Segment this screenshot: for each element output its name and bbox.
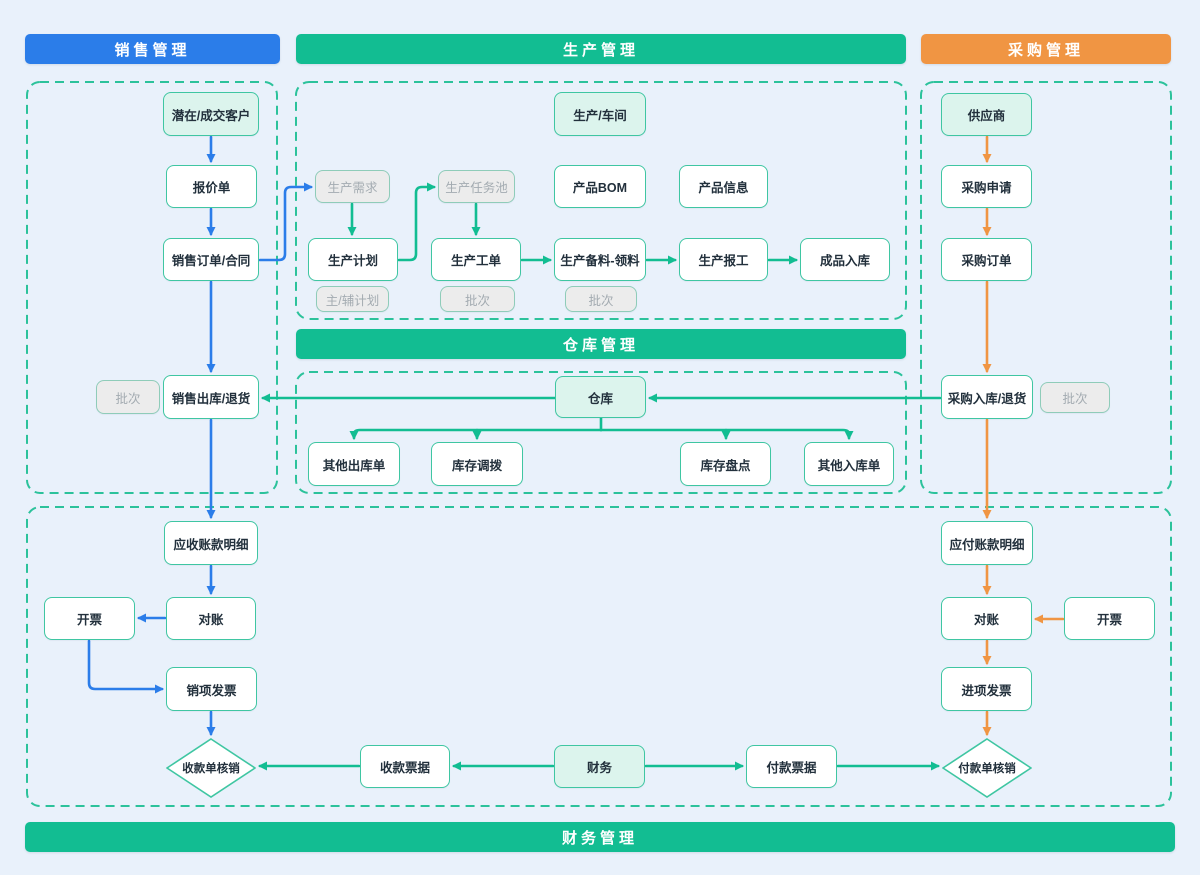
node-other-outbound: 其他出库单 bbox=[308, 442, 400, 486]
node-receipt-bill: 收款票据 bbox=[360, 745, 450, 788]
edge-warehouse-to-other-outbound bbox=[349, 428, 603, 440]
node-invoice-left: 开票 bbox=[44, 597, 135, 640]
node-supplier: 供应商 bbox=[941, 93, 1032, 136]
purchase-section-container bbox=[920, 81, 1172, 494]
diamond-shape bbox=[166, 738, 256, 798]
node-batch-left: 批次 bbox=[96, 380, 160, 414]
node-prod-plan: 生产计划 bbox=[308, 238, 398, 281]
node-prod-demand: 生产需求 bbox=[315, 170, 390, 203]
node-sales-order: 销售订单/合同 bbox=[163, 238, 259, 281]
section-bar-warehouse: 仓库管理 bbox=[296, 329, 906, 359]
edge-prod-plan-to-taskpool bbox=[397, 182, 436, 262]
node-payment-bill: 付款票据 bbox=[746, 745, 837, 788]
node-prod-report: 生产报工 bbox=[679, 238, 768, 281]
node-main-aux-plan: 主/辅计划 bbox=[316, 286, 389, 312]
node-purchase-request: 采购申请 bbox=[941, 165, 1032, 208]
node-ar-detail: 应收账款明细 bbox=[164, 521, 258, 565]
finance-section-container bbox=[26, 506, 1172, 807]
section-bar-finance: 财务管理 bbox=[25, 822, 1175, 852]
node-product-info: 产品信息 bbox=[679, 165, 768, 208]
edge-warehouse-to-other-inbound bbox=[599, 428, 854, 440]
node-label: 收款单核销 bbox=[182, 763, 240, 775]
node-purchase-order: 采购订单 bbox=[941, 238, 1032, 281]
node-stock-count: 库存盘点 bbox=[680, 442, 771, 486]
node-product-bom: 产品BOM bbox=[554, 165, 646, 208]
production-section-container bbox=[295, 81, 907, 320]
node-prod-material: 生产备料-领料 bbox=[554, 238, 646, 281]
node-invoice-right: 开票 bbox=[1064, 597, 1155, 640]
section-bar-purchase: 采购管理 bbox=[921, 34, 1171, 64]
edge-invoice-to-sales-invoice bbox=[87, 639, 164, 694]
node-batch-material: 批次 bbox=[565, 286, 637, 312]
node-batch-right: 批次 bbox=[1040, 382, 1110, 413]
node-prod-taskpool: 生产任务池 bbox=[438, 170, 515, 203]
node-other-inbound: 其他入库单 bbox=[804, 442, 894, 486]
node-finished-inbound: 成品入库 bbox=[800, 238, 890, 281]
node-quotation: 报价单 bbox=[166, 165, 257, 208]
node-customer: 潜在/成交客户 bbox=[163, 92, 259, 136]
node-prod-workshop: 生产/车间 bbox=[554, 92, 646, 136]
node-sales-outbound: 销售出库/退货 bbox=[163, 375, 259, 419]
warehouse-section-container bbox=[295, 371, 907, 494]
node-receipt-writeoff: 收款单核销 bbox=[166, 738, 256, 798]
section-bar-production: 生产管理 bbox=[296, 34, 906, 64]
edge-sales-order-to-prod-demand bbox=[258, 182, 313, 262]
node-reconcile-left: 对账 bbox=[166, 597, 256, 640]
node-ap-detail: 应付账款明细 bbox=[941, 521, 1033, 565]
node-purchase-inbound: 采购入库/退货 bbox=[941, 375, 1033, 419]
node-payment-writeoff: 付款单核销 bbox=[942, 738, 1032, 798]
diamond-shape bbox=[942, 738, 1032, 798]
node-label: 付款单核销 bbox=[958, 763, 1016, 775]
node-warehouse: 仓库 bbox=[555, 376, 646, 418]
node-prod-workorder: 生产工单 bbox=[431, 238, 521, 281]
node-reconcile-right: 对账 bbox=[941, 597, 1032, 640]
node-input-invoice: 进项发票 bbox=[941, 667, 1032, 711]
sales-section-container bbox=[26, 81, 278, 494]
node-sales-invoice: 销项发票 bbox=[166, 667, 257, 711]
node-finance: 财务 bbox=[554, 745, 645, 788]
section-bar-sales: 销售管理 bbox=[25, 34, 280, 64]
node-stock-transfer: 库存调拨 bbox=[431, 442, 523, 486]
node-batch-workorder: 批次 bbox=[440, 286, 515, 312]
